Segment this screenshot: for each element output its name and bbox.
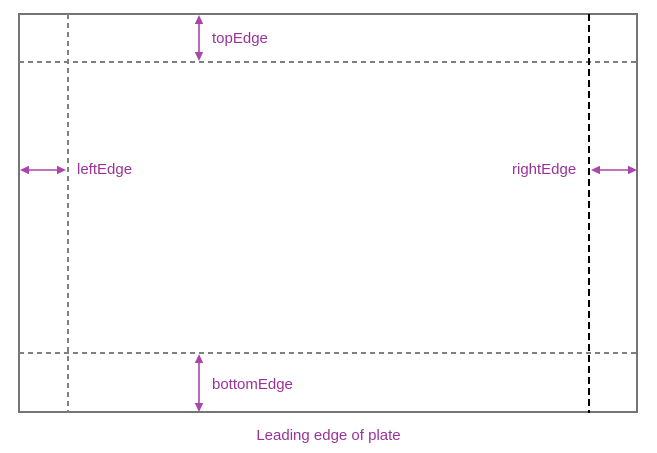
right-edge-arrow <box>591 165 637 175</box>
right-edge-label: rightEdge <box>512 161 577 178</box>
right-edge-dashed-line <box>588 14 590 413</box>
plate-outline <box>18 13 638 413</box>
bottom-edge-dashed-line <box>19 352 638 354</box>
top-edge-dashed-line <box>19 61 638 63</box>
bottom-edge-arrow <box>194 354 204 412</box>
diagram-caption: Leading edge of plate <box>256 427 401 444</box>
top-edge-arrow <box>194 15 204 61</box>
bottom-edge-label: bottomEdge <box>212 376 293 393</box>
left-edge-label: leftEdge <box>77 161 133 178</box>
top-edge-label: topEdge <box>212 30 268 47</box>
left-edge-arrow <box>20 165 66 175</box>
left-edge-dashed-line <box>67 14 69 413</box>
